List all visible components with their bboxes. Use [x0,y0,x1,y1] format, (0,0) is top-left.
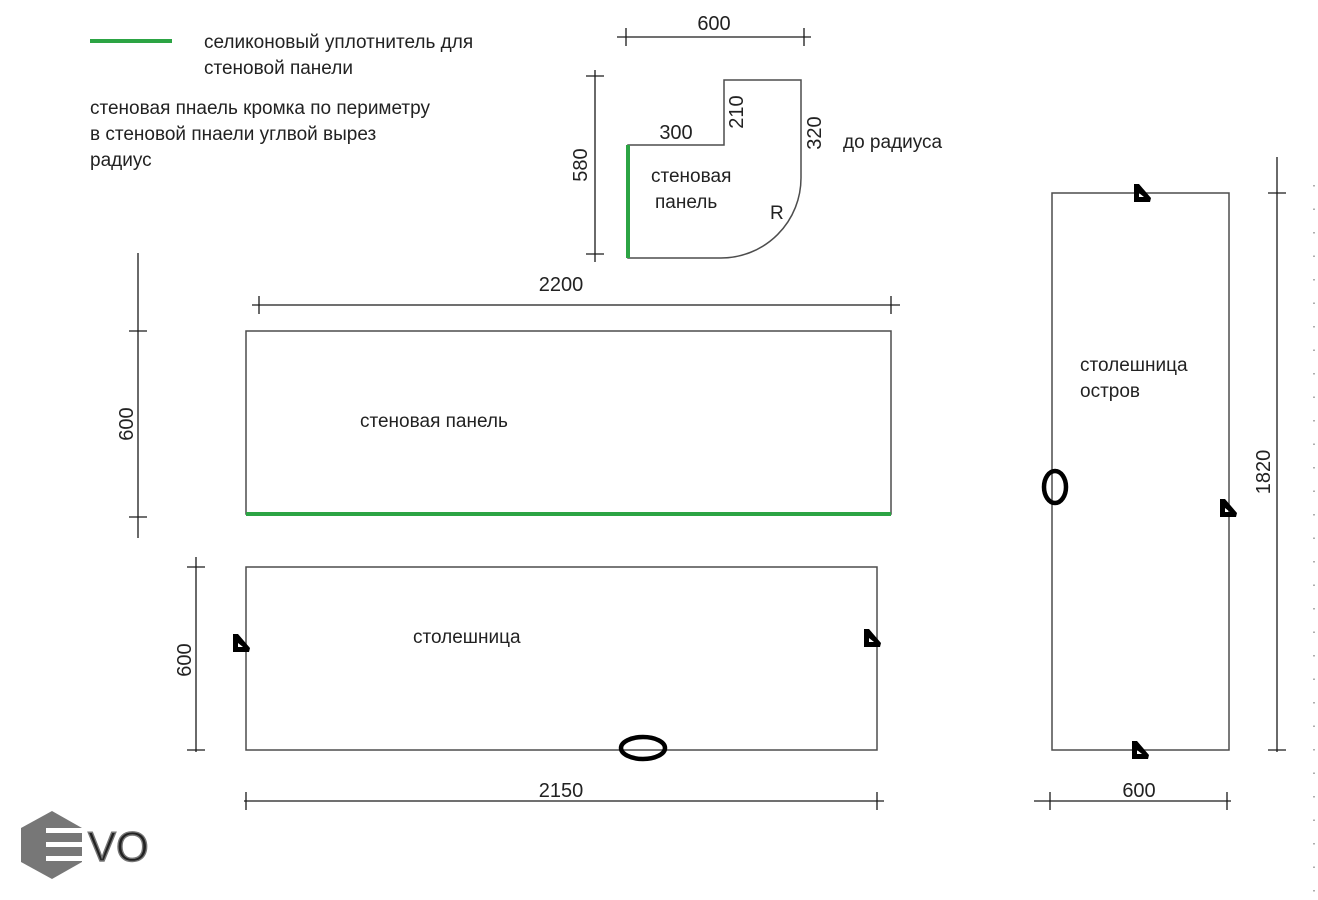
countertop-width-dimension: 2150 [244,780,884,810]
corner-panel-side-value: 320 [804,116,826,149]
corner-panel-step-width-value: 300 [659,122,692,144]
corner-panel-label-line2: панель [655,192,717,213]
corner-panel-side-note: до радиуса [843,132,943,153]
island-sink-cutout-icon [1041,468,1069,506]
legend-seal-text-line2: стеновой панели [204,58,353,79]
corner-panel-height-dimension: 580 [570,70,604,262]
legend: селиконовый уплотнитель для стеновой пан… [90,32,473,171]
legend-note-line3: радиус [90,150,152,171]
wall-panel-label: стеновая панель [360,411,508,432]
corner-panel-radius-label: R [770,203,784,224]
wall-panel-height-value: 600 [116,407,138,440]
island-width-value: 600 [1122,780,1155,802]
island-height-value: 1820 [1253,450,1275,495]
corner-panel-outline [627,79,802,259]
countertop-height-value: 600 [174,643,196,676]
legend-note-line2: в стеновой пнаели углвой вырез [90,124,376,145]
island-width-dimension: 600 [1034,780,1231,810]
corner-panel-width-value: 600 [697,13,730,35]
island-countertop: столешница остров 600 1820 [1034,157,1286,810]
corner-panel-label-line1: стеновая [651,166,731,187]
corner-panel-height-value: 580 [570,148,592,181]
countertop-height-dimension: 600 [174,557,205,752]
logo-text: VO [88,823,149,870]
island-height-dimension: 1820 [1253,157,1286,752]
countertop: столешница 2150 600 [174,557,884,810]
island-label-line1: столешница [1080,355,1188,376]
countertop-outline [245,566,878,751]
wall-panel: стеновая панель 2200 600 [116,253,900,538]
wall-panel-outline [245,330,892,515]
countertop-left-corner-mark-icon [233,634,250,652]
countertop-right-corner-mark-icon [864,629,881,647]
wall-panel-height-dimension: 600 [116,253,147,538]
legend-seal-text-line1: селиконовый уплотнитель для [204,32,473,53]
corner-panel-width-dimension: 600 [617,13,811,46]
corner-panel-step-height-value: 210 [726,95,748,128]
wall-panel-width-value: 2200 [539,274,584,296]
island-label-line2: остров [1080,381,1140,402]
evo-logo: VO [21,811,149,879]
countertop-sink-cutout-icon [618,734,668,762]
corner-wall-panel: стеновая панель R 600 580 300 210 320 до… [570,13,943,262]
island-outline [1051,192,1230,751]
wall-panel-width-dimension: 2200 [252,274,900,314]
legend-note-line1: стеновая пнаель кромка по периметру [90,98,430,119]
countertop-width-value: 2150 [539,780,584,802]
countertop-label: столешница [413,627,521,648]
